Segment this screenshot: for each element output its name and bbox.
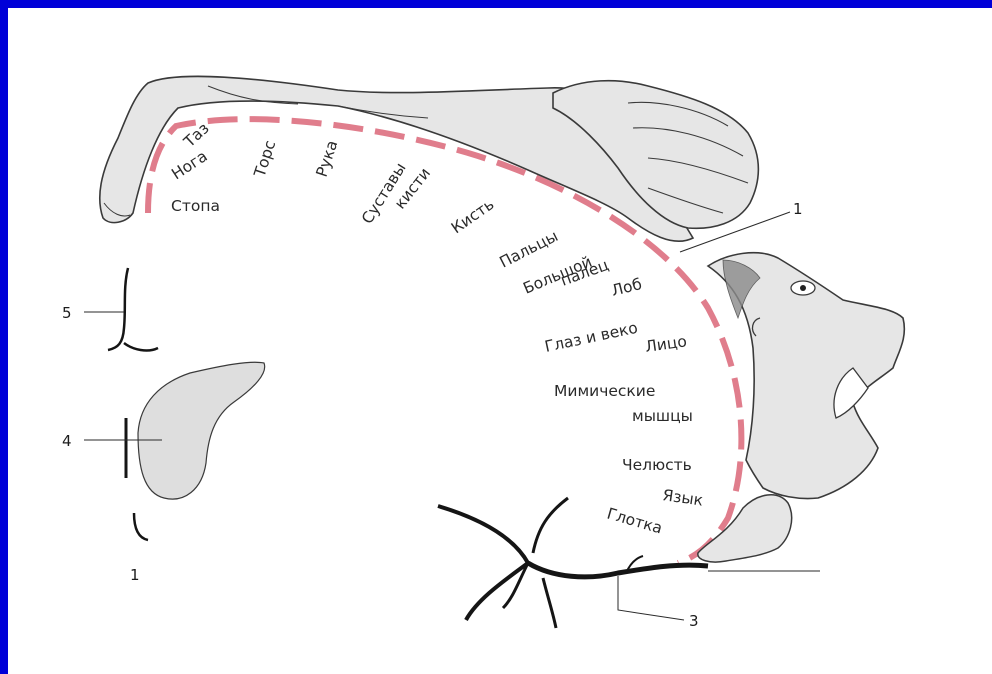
slide-canvas: 1 1 3 4 5 Таз Нога Стопа Торс Рука Суста… <box>8 8 992 674</box>
callout-number-3: 3 <box>689 612 699 630</box>
label-stopa: Стопа <box>171 197 220 215</box>
nerve-drawing <box>438 498 708 628</box>
tongue-drawing <box>698 495 792 562</box>
label-yazyk: Язык <box>661 486 704 509</box>
structure-4 <box>126 362 265 499</box>
homunculus-diagram: 1 1 3 4 5 Таз Нога Стопа Торс Рука Суста… <box>8 8 992 674</box>
label-chelyust: Челюсть <box>622 456 692 474</box>
label-litso: Лицо <box>644 332 688 356</box>
callout-number-4: 4 <box>62 432 72 450</box>
label-kist: Кисть <box>448 195 497 237</box>
label-glotka: Глотка <box>605 505 664 538</box>
label-paltsy: Пальцы <box>497 227 561 272</box>
label-ruka: Рука <box>313 138 342 179</box>
label-noga: Нога <box>168 147 210 183</box>
stray-mark: 1 <box>130 566 140 584</box>
label-myshtsy: мышцы <box>632 407 693 425</box>
label-mimicheskie: Мимические <box>554 382 655 400</box>
small-mark <box>134 513 148 540</box>
callout-number-1: 1 <box>793 200 803 218</box>
label-glaz-veko: Глаз и веко <box>543 319 639 356</box>
sulcus-5 <box>108 268 158 350</box>
label-lob: Лоб <box>610 275 644 300</box>
callout-number-5: 5 <box>62 304 72 322</box>
label-tors: Торс <box>250 138 279 180</box>
